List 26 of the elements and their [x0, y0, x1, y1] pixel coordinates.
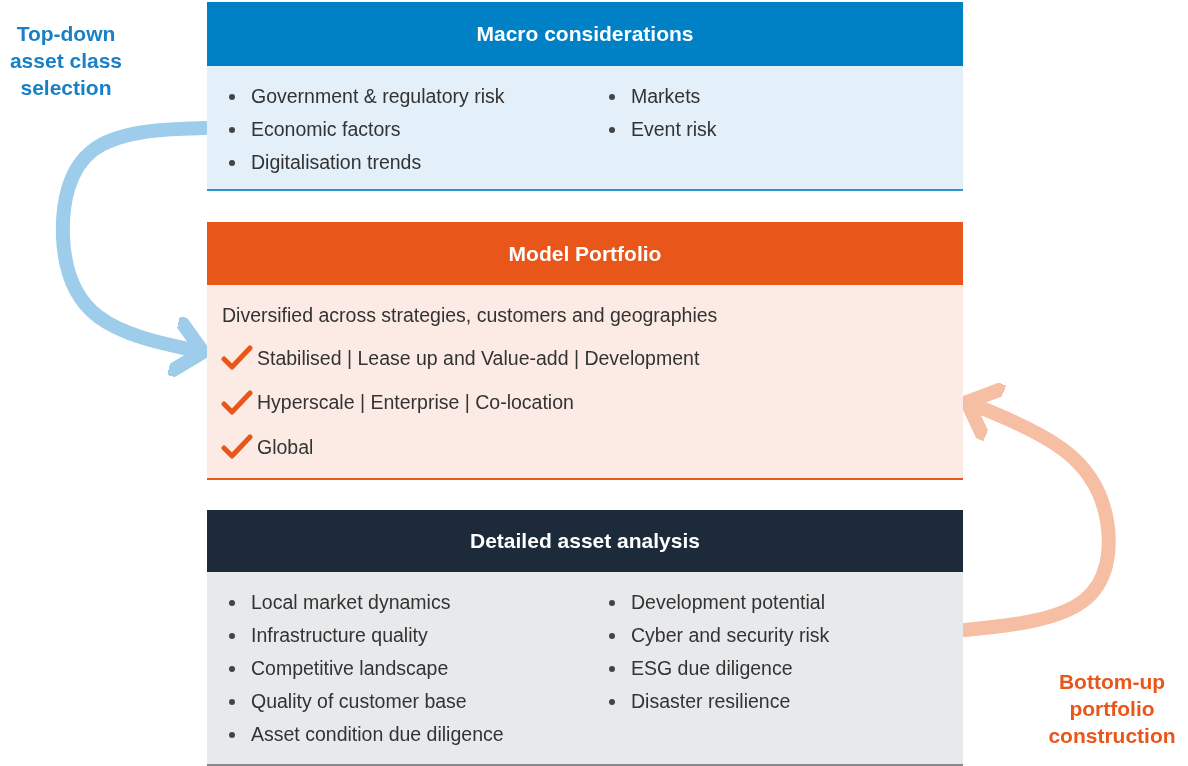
list-item: Asset condition due diligence: [251, 722, 504, 747]
list-item: ESG due diligence: [631, 656, 793, 681]
panel: [207, 2, 963, 191]
list-item: Infrastructure quality: [251, 623, 428, 648]
check-item: Stabilised | Lease up and Value-add | Development: [257, 346, 700, 370]
check-item: Global: [257, 435, 314, 459]
list-item: Event risk: [631, 117, 717, 142]
list-item: Competitive landscape: [251, 656, 449, 681]
panel-header: Macro considerations: [207, 2, 963, 66]
summary-text: Diversified across strategies, customers and geographies: [222, 304, 718, 327]
check-item: Hyperscale | Enterprise | Co-location: [257, 391, 574, 414]
panel: [207, 510, 963, 766]
list-item: Disaster resilience: [631, 689, 791, 714]
side-label: Top-down asset class selection: [8, 21, 124, 101]
list-item: Economic factors: [251, 117, 401, 142]
list-item: Quality of customer base: [251, 689, 467, 714]
panel-header: Model Portfolio: [207, 222, 963, 285]
list-item: Local market dynamics: [251, 590, 451, 615]
panel: [207, 222, 963, 480]
list-item: Cyber and security risk: [631, 623, 830, 648]
side-label: Bottom-up portfolio construction: [1047, 669, 1177, 749]
list-item: Digitalisation trends: [251, 150, 422, 175]
list-item: Markets: [631, 84, 701, 109]
list-item: Development potential: [631, 590, 826, 615]
panel-header: Detailed asset analysis: [207, 510, 963, 572]
list-item: Government & regulatory risk: [251, 84, 505, 109]
